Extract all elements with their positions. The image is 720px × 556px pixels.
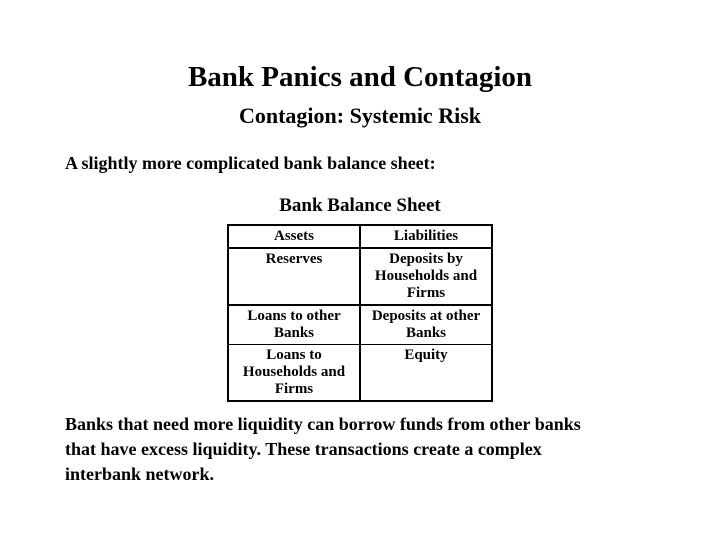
cell-reserves: Reserves <box>228 247 361 306</box>
cell-deposits-at-other-banks: Deposits at other Banks <box>360 304 492 345</box>
table-row: Reserves Deposits by Households and Firm… <box>228 247 492 306</box>
balance-sheet-table: Assets Liabilities Reserves Deposits by … <box>227 223 493 402</box>
cell-equity: Equity <box>404 346 448 363</box>
slide-subtitle: Contagion: Systemic Risk <box>238 102 481 128</box>
table-row: Loans to Households and Firms Equity <box>228 344 492 401</box>
cell-loans-to-other-banks: Loans to other Banks <box>228 304 361 345</box>
table-row: Loans to other Banks Deposits at other B… <box>228 304 492 345</box>
cell-deposits-by-households-and-firms: Deposits by Households and Firms <box>360 247 492 306</box>
closing-text: Banks that need more liquidity can borro… <box>65 413 581 484</box>
intro-text: A slightly more complicated bank balance… <box>65 153 436 174</box>
table-header-row: Assets Liabilities <box>228 224 492 249</box>
header-liabilities: Liabilities <box>360 224 492 249</box>
balance-sheet-table-title: Bank Balance Sheet <box>279 194 441 216</box>
cell-loans-to-households-and-firms: Loans to Households and Firms <box>228 344 361 401</box>
header-assets: Assets <box>228 224 361 249</box>
slide-title: Bank Panics and Contagion <box>187 61 533 93</box>
